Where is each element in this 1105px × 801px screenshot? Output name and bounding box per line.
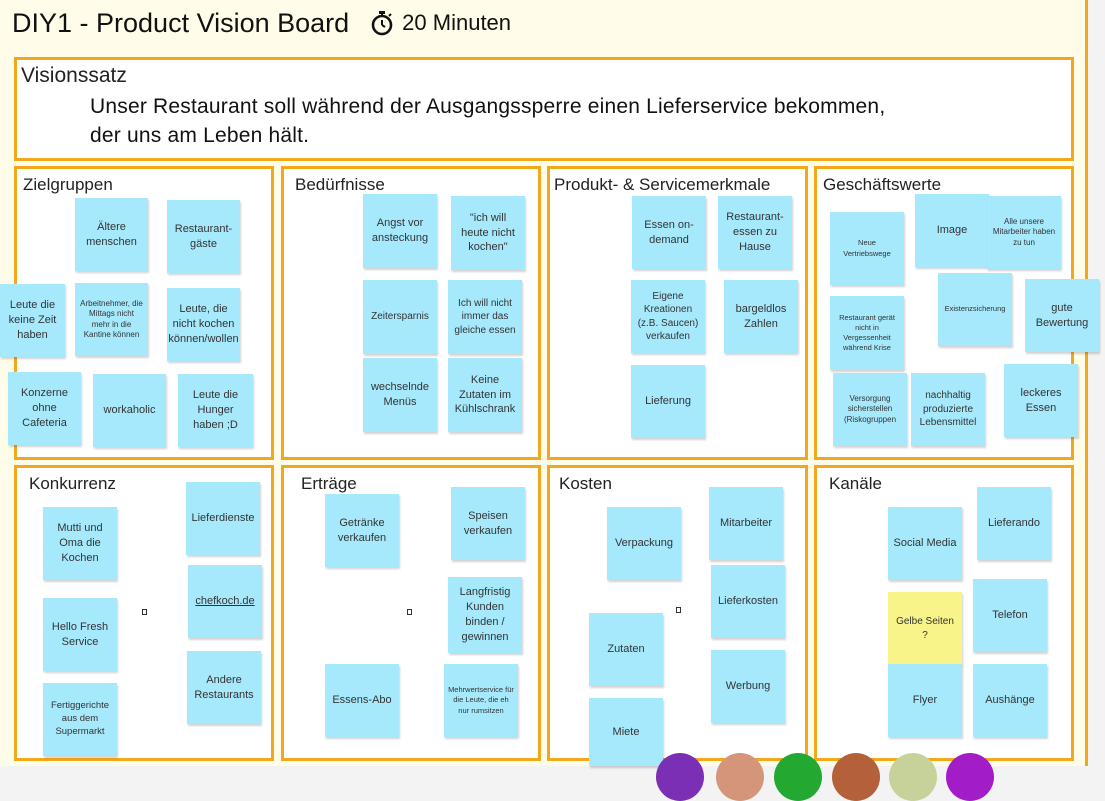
sticky-note[interactable]: leckeres Essen (1004, 364, 1078, 437)
sticky-note[interactable]: Getränke verkaufen (325, 494, 399, 567)
sticky-note[interactable]: Keine Zutaten im Kühlschrank (448, 358, 522, 432)
sticky-note[interactable]: Konzerne ohne Cafeteria (8, 372, 81, 445)
vision-statement[interactable]: Unser Restaurant soll während der Ausgan… (90, 92, 1060, 150)
sticky-note[interactable]: Andere Restaurants (187, 651, 261, 724)
sticky-note[interactable]: Speisen verkaufen (451, 487, 525, 560)
sticky-note[interactable]: Mehrwertservice für die Leute, die eh nu… (444, 664, 518, 737)
sticky-note[interactable]: Lieferdienste (186, 482, 260, 555)
frame-label-kanaele: Kanäle (829, 474, 882, 493)
sticky-note[interactable]: nachhaltig produzierte Lebensmittel (911, 373, 985, 446)
sticky-note[interactable]: Langfristig Kunden binden / gewinnen (448, 577, 522, 653)
sticky-note[interactable]: Flyer (888, 664, 962, 737)
sticky-note[interactable]: Eigene Kreationen (z.B. Saucen) verkaufe… (631, 280, 705, 353)
board-canvas[interactable]: DIY1 - Product Vision Board 20 Minuten V… (0, 0, 1099, 766)
frame-label-kosten: Kosten (559, 474, 612, 493)
frame-label-produkt: Produkt- & Servicemerkmale (554, 175, 771, 194)
sticky-note[interactable]: Lieferung (631, 365, 705, 438)
frame-visionssatz[interactable]: Visionssatz Unser Restaurant soll währen… (14, 57, 1074, 161)
placeholder-glyph (676, 607, 681, 613)
sticky-note[interactable]: Essens-Abo (325, 664, 399, 737)
sticky-note[interactable]: Mutti und Oma die Kochen (43, 507, 117, 580)
sticky-note[interactable]: Image (915, 194, 989, 267)
vision-line: der uns am Leben hält. (90, 124, 310, 147)
sticky-note[interactable]: Leute die keine Zeit haben (0, 284, 65, 357)
vision-line: Unser Restaurant soll während der Ausgan… (90, 95, 886, 118)
sticky-note[interactable]: Restaurant gerät nicht in Vergessenheit … (830, 296, 904, 370)
sticky-note[interactable]: Verpackung (607, 507, 681, 580)
collaborator-avatar[interactable] (946, 753, 994, 801)
sticky-note[interactable]: bargeldlos Zahlen (724, 280, 798, 353)
sticky-note[interactable]: Leute die Hunger haben ;D (178, 374, 253, 447)
sticky-note[interactable]: Fertiggerichte aus dem Supermarkt (43, 683, 117, 756)
sticky-note[interactable]: Mitarbeiter (709, 487, 783, 560)
frame-label-ertraege: Erträge (301, 474, 357, 493)
sticky-note[interactable]: Existenzsicherung (938, 273, 1012, 346)
frame-label-beduerfnisse: Bedürfnisse (295, 175, 385, 194)
sticky-note[interactable]: Lieferkosten (711, 565, 785, 638)
sticky-note[interactable]: Zutaten (589, 613, 663, 686)
frame-label-zielgruppen: Zielgruppen (23, 175, 113, 194)
collaborator-avatar[interactable] (716, 753, 764, 801)
sticky-note[interactable]: Werbung (711, 650, 785, 723)
sticky-note[interactable]: Restaurant-essen zu Hause (718, 196, 792, 269)
sticky-note[interactable]: Leute, die nicht kochen können/wollen (167, 288, 240, 361)
sticky-note[interactable]: Angst vor ansteckung (363, 194, 437, 268)
frame-label-visionssatz: Visionssatz (21, 64, 127, 87)
sticky-note[interactable]: Zeitersparnis (363, 280, 437, 354)
sticky-note[interactable]: chefkoch.de (188, 565, 262, 638)
sticky-note[interactable]: Telefon (973, 579, 1047, 652)
sticky-note-yellow[interactable]: Gelbe Seiten ? (888, 592, 962, 665)
link-text[interactable]: chefkoch.de (195, 595, 255, 608)
collaborator-avatar[interactable] (774, 753, 822, 801)
frame-label-geschaeftswerte: Geschäftswerte (823, 175, 942, 194)
sticky-note[interactable]: gute Bewertung (1025, 279, 1099, 352)
sticky-note[interactable]: wechselnde Menüs (363, 358, 437, 432)
stopwatch-icon (371, 11, 393, 36)
sticky-note[interactable]: "ich will heute nicht kochen" (451, 196, 525, 270)
timer-label: 20 Minuten (402, 10, 512, 35)
placeholder-glyph (142, 609, 147, 615)
sticky-note[interactable]: Arbeitnehmer, die Mittags nicht mehr in … (75, 283, 148, 356)
sticky-note[interactable]: Versorgung sicherstellen (Riskogruppen (833, 373, 907, 446)
board-title: DIY1 - Product Vision Board (12, 7, 350, 38)
sticky-note[interactable]: Hello Fresh Service (43, 598, 117, 671)
sticky-note[interactable]: Social Media (888, 507, 962, 580)
sticky-note[interactable]: Restaurant-gäste (167, 200, 240, 273)
frame-label-konkurrenz: Konkurrenz (29, 474, 116, 493)
sticky-note[interactable]: Ich will nicht immer das gleiche essen (448, 280, 522, 354)
collaborator-avatar[interactable] (832, 753, 880, 801)
sticky-note[interactable]: Miete (589, 698, 663, 766)
board-header: DIY1 - Product Vision Board 20 Minuten (12, 6, 511, 40)
sticky-note[interactable]: Essen on-demand (632, 196, 706, 269)
collaborator-avatar[interactable] (656, 753, 704, 801)
sticky-note[interactable]: Aushänge (973, 664, 1047, 737)
sticky-note[interactable]: Lieferando (977, 487, 1051, 560)
sticky-note[interactable]: Alle unsere Mitarbeiter haben zu tun (987, 196, 1061, 269)
collaborator-avatar[interactable] (889, 753, 937, 801)
sticky-note[interactable]: workaholic (93, 374, 166, 447)
placeholder-glyph (407, 609, 412, 615)
sticky-note[interactable]: Ältere menschen (75, 198, 148, 271)
sticky-note[interactable]: Neue Vertriebswege (830, 212, 904, 285)
